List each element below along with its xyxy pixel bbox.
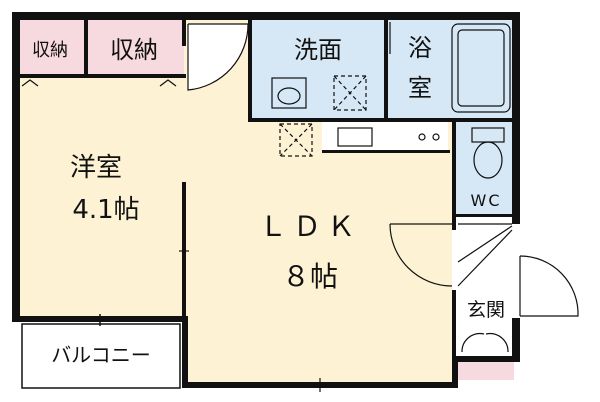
western-room-area <box>16 78 184 318</box>
storage-right-label: 収納 <box>110 36 158 64</box>
balcony-label: バルコニー <box>51 343 151 367</box>
bath-label-line2: 室 <box>408 74 432 102</box>
storage-left-label: 収納 <box>32 40 68 61</box>
toilet-icon <box>471 127 505 179</box>
kitchen-counter-area <box>322 122 448 152</box>
bathtub-icon <box>451 23 511 113</box>
toilet-area <box>456 120 516 216</box>
ldk-label-line2: ８帖 <box>282 260 338 293</box>
ldk-label-line1: ＬＤＫ <box>259 210 361 243</box>
toilet-label: WC <box>471 191 502 210</box>
balcony-area <box>22 324 180 388</box>
kitchen-sink-icon <box>337 127 440 147</box>
fridge-space-icon <box>279 123 313 157</box>
storage-right-area <box>88 16 184 76</box>
washer-pan-icon <box>333 75 367 111</box>
doors <box>21 22 579 353</box>
balcony-frame <box>21 314 181 389</box>
western-room-label-line1: 洋室 <box>70 153 122 183</box>
washroom-area <box>250 16 386 120</box>
washroom-label: 洗面 <box>294 36 342 64</box>
storage-left-area <box>16 16 84 76</box>
dimension-ticks <box>179 246 327 392</box>
entrance-area <box>456 216 516 356</box>
washbasin-icon <box>271 77 307 109</box>
bath-label-line1: 浴 <box>408 34 432 62</box>
entrance-label: 玄関 <box>467 299 505 321</box>
western-room-label-line2: 4.1帖 <box>72 195 139 225</box>
